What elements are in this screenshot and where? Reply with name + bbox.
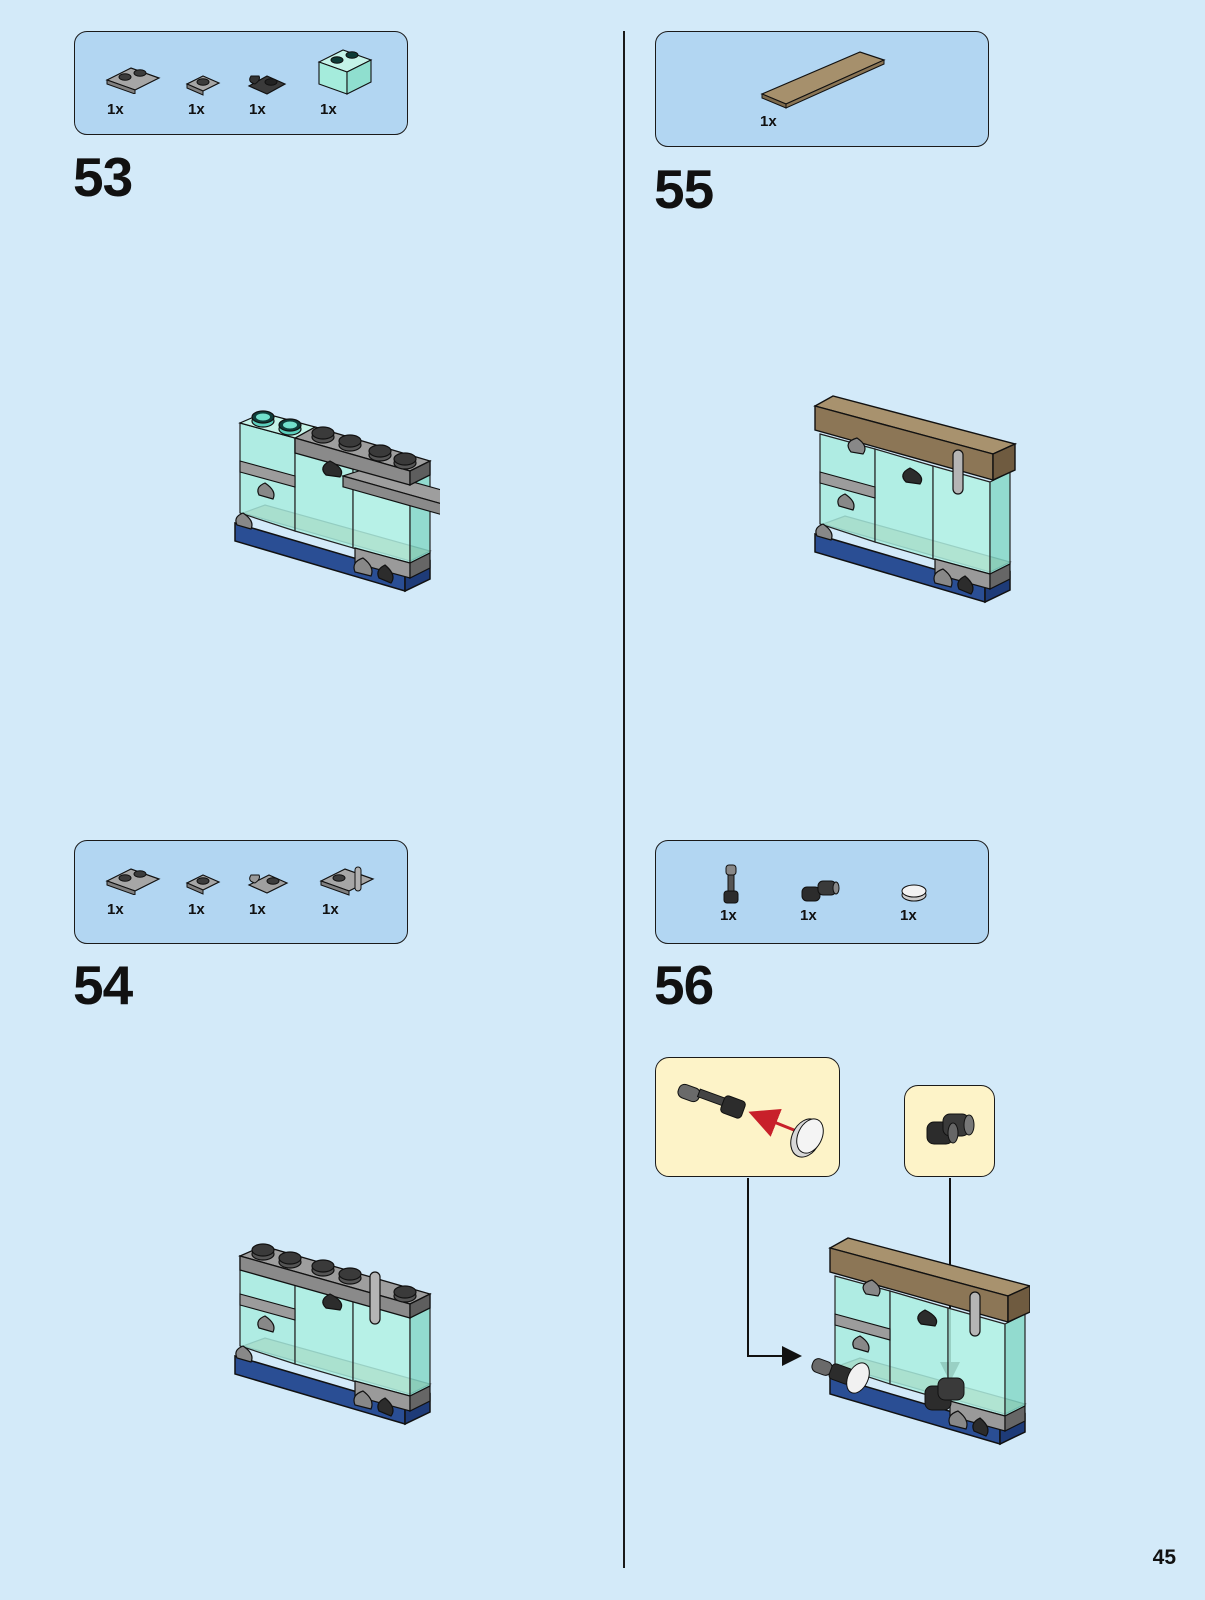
gray-plate-1x1-icon — [185, 72, 221, 96]
part-quantity: 1x — [320, 101, 337, 118]
black-binoculars-icon — [798, 879, 842, 905]
part-quantity: 1x — [188, 101, 205, 118]
gray-plate-1x2-icon — [105, 865, 161, 895]
part-quantity: 1x — [249, 101, 266, 118]
gray-clip-plate-icon — [245, 869, 291, 897]
white-round-tile-icon — [900, 883, 928, 903]
column-divider — [623, 31, 625, 1568]
parts-list-step-54: 1x 1x 1x 1x — [74, 840, 408, 944]
part-quantity: 1x — [760, 113, 777, 130]
sub-assembly-callout-bar — [655, 1057, 840, 1177]
step-56-model — [800, 1230, 1030, 1450]
step-number-56: 56 — [654, 958, 713, 1013]
sub-assembly-callout-binoculars — [904, 1085, 995, 1177]
parts-list-step-55: 1x — [655, 31, 989, 147]
step-number-54: 54 — [73, 958, 132, 1013]
part-quantity: 1x — [107, 101, 124, 118]
parts-list-step-53: 1x 1x 1x 1x — [74, 31, 408, 135]
black-bar-with-holder-icon — [720, 863, 742, 907]
black-clip-plate-icon — [245, 70, 289, 98]
step-55-model — [810, 388, 1020, 608]
part-quantity: 1x — [720, 907, 737, 924]
step-53-model — [230, 405, 440, 605]
step-number-53: 53 — [73, 150, 132, 205]
part-quantity: 1x — [800, 907, 817, 924]
step-54-model — [230, 1238, 440, 1438]
step-number-55: 55 — [654, 162, 713, 217]
gray-plate-with-bar-icon — [319, 863, 375, 899]
gray-plate-1x1-icon — [185, 871, 221, 895]
binoculars-part — [905, 1086, 993, 1174]
part-quantity: 1x — [322, 901, 339, 918]
tan-tile-1x6-icon — [760, 50, 888, 110]
gray-plate-1x2-icon — [105, 64, 161, 94]
page-number: 45 — [1153, 1546, 1176, 1570]
part-quantity: 1x — [249, 901, 266, 918]
bar-and-tile-assembly — [656, 1058, 838, 1174]
part-quantity: 1x — [188, 901, 205, 918]
part-quantity: 1x — [900, 907, 917, 924]
part-quantity: 1x — [107, 901, 124, 918]
parts-list-step-56: 1x 1x 1x — [655, 840, 989, 944]
trans-light-blue-brick-1x2-icon — [317, 48, 373, 96]
